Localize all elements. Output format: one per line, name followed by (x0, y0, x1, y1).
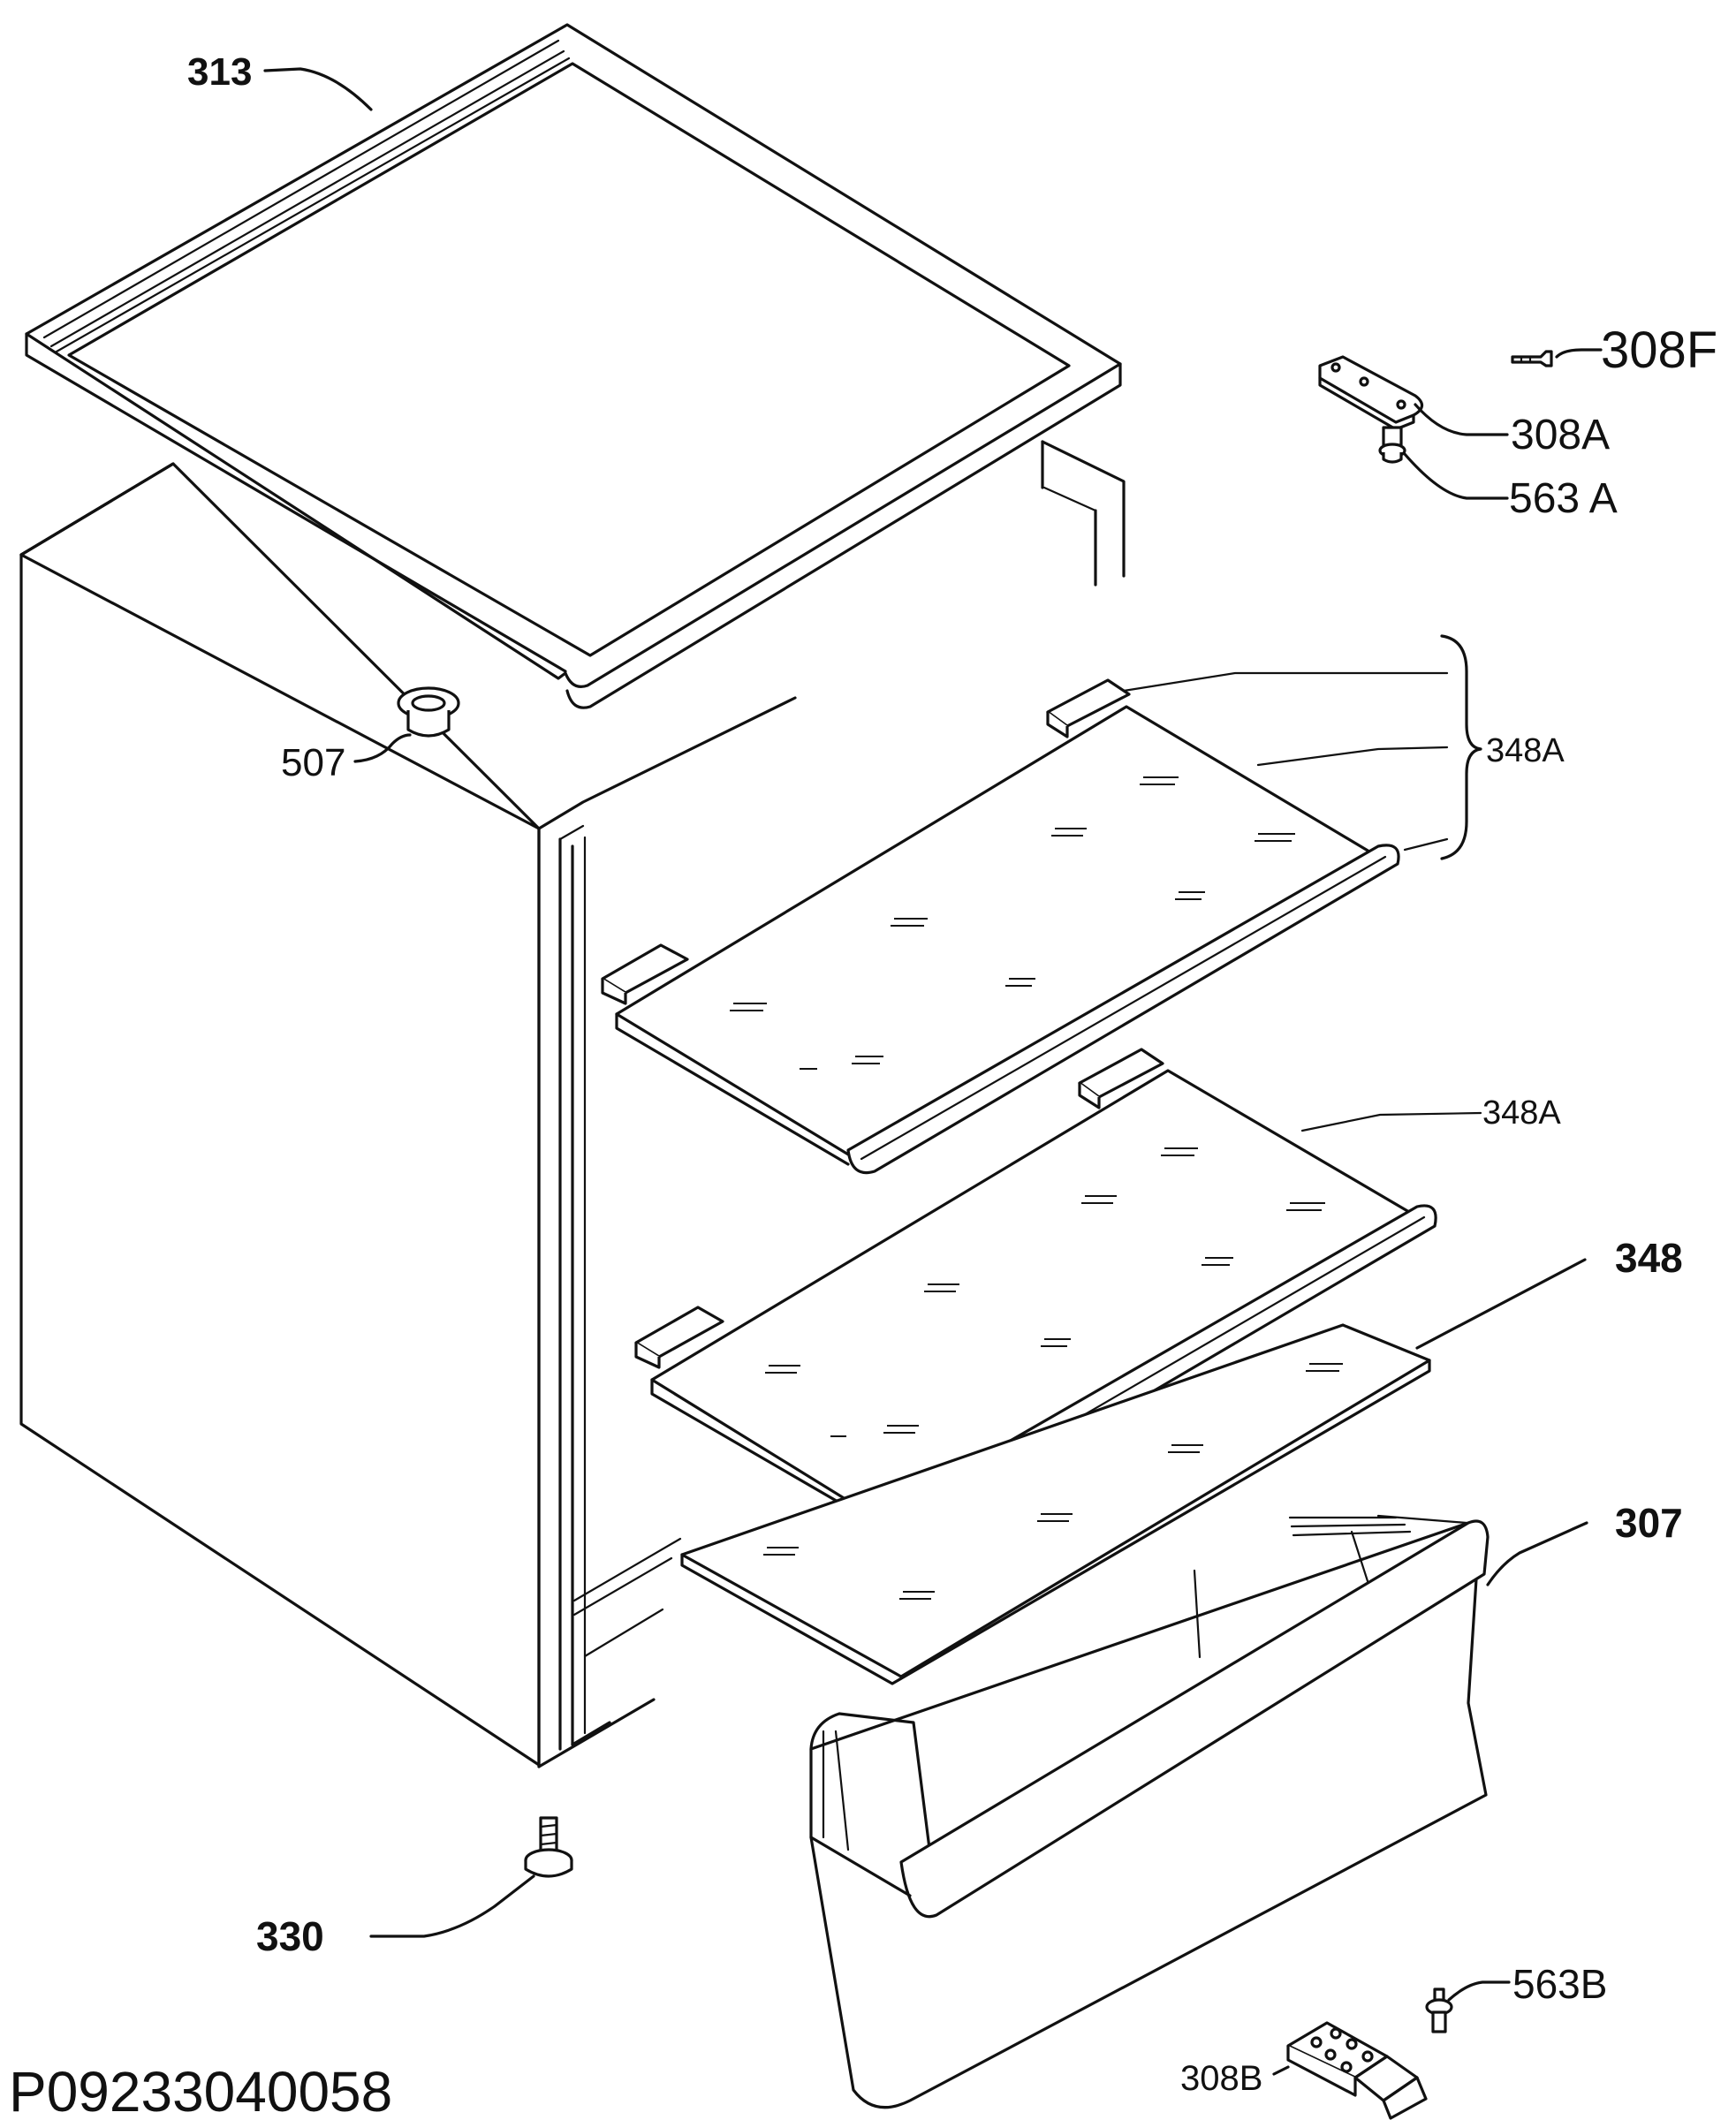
callout-348: 348 (1615, 1235, 1683, 1281)
callout-307: 307 (1615, 1500, 1683, 1546)
callout-308f: 308F (1601, 322, 1717, 379)
callout-348a-upper: 348A (1486, 732, 1565, 769)
callout-348a-lower: 348A (1482, 1094, 1561, 1132)
hinge-bushing-507 (397, 686, 460, 738)
crisper-drawer (809, 1514, 1490, 2109)
callout-563b: 563B (1512, 1961, 1607, 2007)
callout-308a: 308A (1511, 412, 1610, 458)
top-hinge-assembly (1318, 350, 1553, 464)
callout-563a: 563 A (1509, 475, 1618, 522)
drawing-code: P09233040058 (9, 2060, 392, 2120)
bottom-hinge-assembly (1286, 1988, 1453, 2120)
cabinet-body (19, 440, 1126, 1768)
callout-330: 330 (256, 1913, 324, 1959)
callout-313: 313 (187, 50, 252, 94)
bottom-glass-plate (680, 1323, 1431, 1685)
leader-lines (263, 67, 1603, 2076)
adjustable-foot-330 (524, 1816, 573, 1878)
callout-507: 507 (281, 741, 345, 784)
top-panel (25, 23, 1122, 709)
callout-labels: 313 308F 308A 563 A 507 348A 348A 348 30… (187, 50, 1717, 2098)
upper-glass-shelf (601, 678, 1400, 1175)
callout-308b: 308B (1180, 2059, 1262, 2098)
